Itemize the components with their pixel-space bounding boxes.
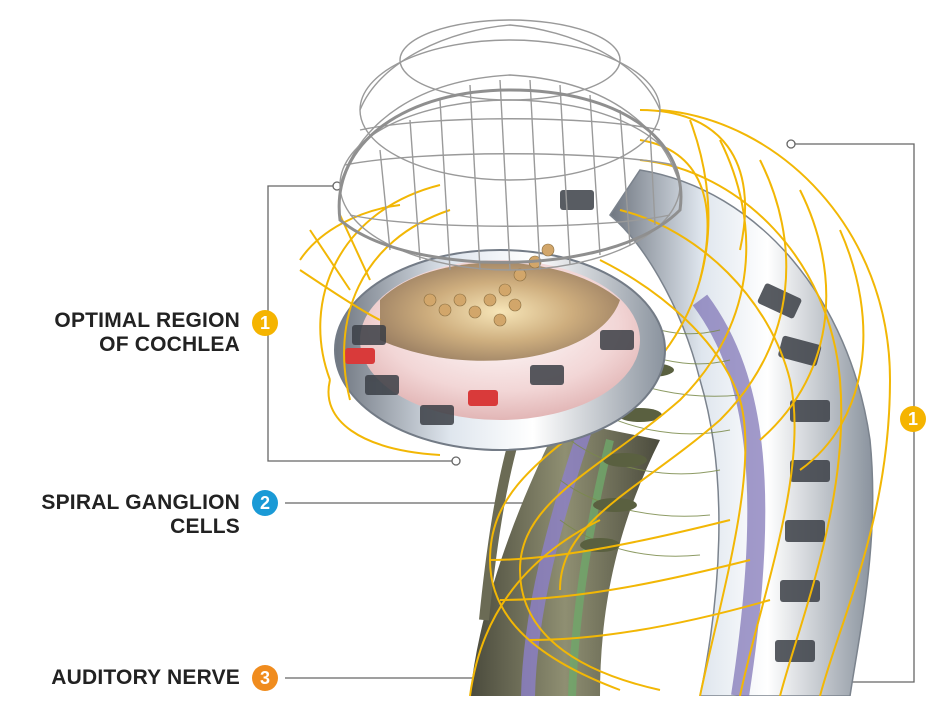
wireframe-gray-apex bbox=[340, 20, 680, 270]
auditory-nerve-line1: AUDITORY NERVE bbox=[30, 666, 240, 690]
auditory-nerve-label: AUDITORY NERVE bbox=[30, 666, 240, 690]
badge-1-left: 1 bbox=[252, 310, 278, 336]
cochlea-tube-descending bbox=[610, 170, 873, 696]
spiral-ganglion-line2: CELLS bbox=[30, 515, 240, 539]
optimal-region-line1: OPTIMAL REGION bbox=[30, 309, 240, 333]
spiral-ganglion-label: SPIRAL GANGLION CELLS bbox=[30, 491, 240, 539]
cochlea-coil-tube bbox=[335, 190, 665, 450]
optimal-region-label: OPTIMAL REGION OF COCHLEA bbox=[30, 309, 240, 357]
badge-1-right: 1 bbox=[900, 406, 926, 432]
badge-3: 3 bbox=[252, 665, 278, 691]
badge-2: 2 bbox=[252, 490, 278, 516]
optimal-region-line2: OF COCHLEA bbox=[30, 333, 240, 357]
spiral-ganglion-line1: SPIRAL GANGLION bbox=[30, 491, 240, 515]
